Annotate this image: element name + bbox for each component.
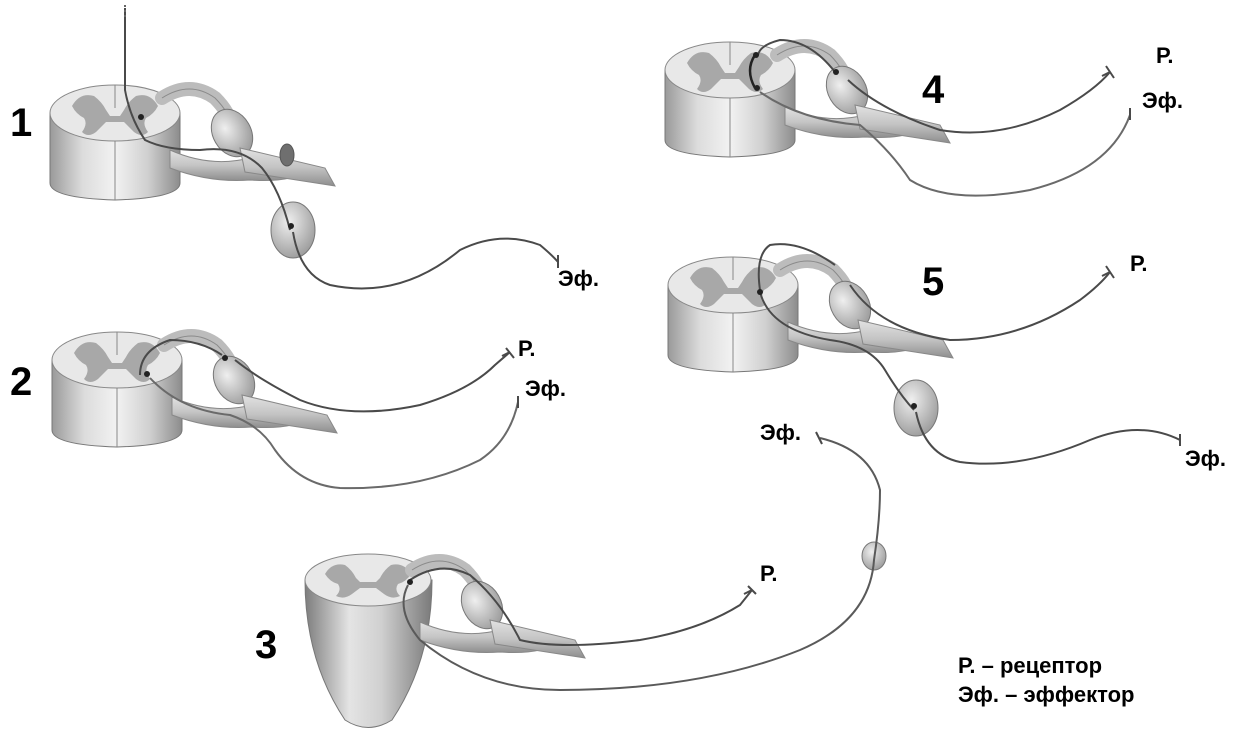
effector-label-1: Эф.	[558, 268, 599, 290]
diagram-1	[50, 5, 558, 288]
effector-label-2: Эф.	[525, 378, 566, 400]
neuron-body	[222, 355, 228, 361]
receptor-label-2: Р.	[518, 338, 536, 360]
neuron-body	[138, 114, 144, 120]
neuron-body	[288, 223, 294, 229]
receptor-label-5: Р.	[1130, 253, 1148, 275]
motor-fiber	[150, 378, 518, 488]
legend-receptor: Р. – рецептор	[958, 652, 1134, 681]
receptor-label-3: Р.	[760, 563, 778, 585]
neuron-body	[911, 403, 917, 409]
neuron-body	[754, 85, 760, 91]
neuron-body	[753, 52, 759, 58]
legend: Р. – рецептор Эф. – эффектор	[958, 652, 1134, 709]
autonomic-ganglion	[271, 202, 315, 258]
diagram-number-1: 1	[10, 103, 32, 143]
neuron-body	[757, 289, 763, 295]
sensory-fiber	[235, 352, 510, 411]
motor-fiber	[760, 92, 1130, 196]
spinal-nerve-roots	[164, 336, 337, 433]
diagram-4	[665, 40, 1130, 196]
neuron-body	[144, 371, 150, 377]
spinal-nerve-roots	[412, 561, 585, 658]
diagram-2	[52, 332, 518, 488]
legend-effector: Эф. – эффектор	[958, 681, 1134, 710]
diagram-number-2: 2	[10, 362, 32, 402]
effector-label-4: Эф.	[1142, 90, 1183, 112]
diagram-number-5: 5	[922, 262, 944, 302]
neuron-body	[407, 579, 413, 585]
diagram-number-4: 4	[922, 70, 944, 110]
effector-label-3: Эф.	[760, 422, 801, 444]
diagram-3	[305, 438, 886, 728]
postganglionic-fiber	[916, 412, 1180, 464]
spinal-nerve-roots	[162, 89, 335, 186]
receptor-label-4: Р.	[1156, 45, 1174, 67]
diagram-number-3: 3	[255, 625, 277, 665]
neuron-body	[833, 69, 839, 75]
cut-nerve-end	[280, 144, 294, 166]
postganglionic-fiber	[293, 232, 558, 288]
effector-label-5: Эф.	[1185, 448, 1226, 470]
nerve-endings	[502, 66, 1180, 594]
